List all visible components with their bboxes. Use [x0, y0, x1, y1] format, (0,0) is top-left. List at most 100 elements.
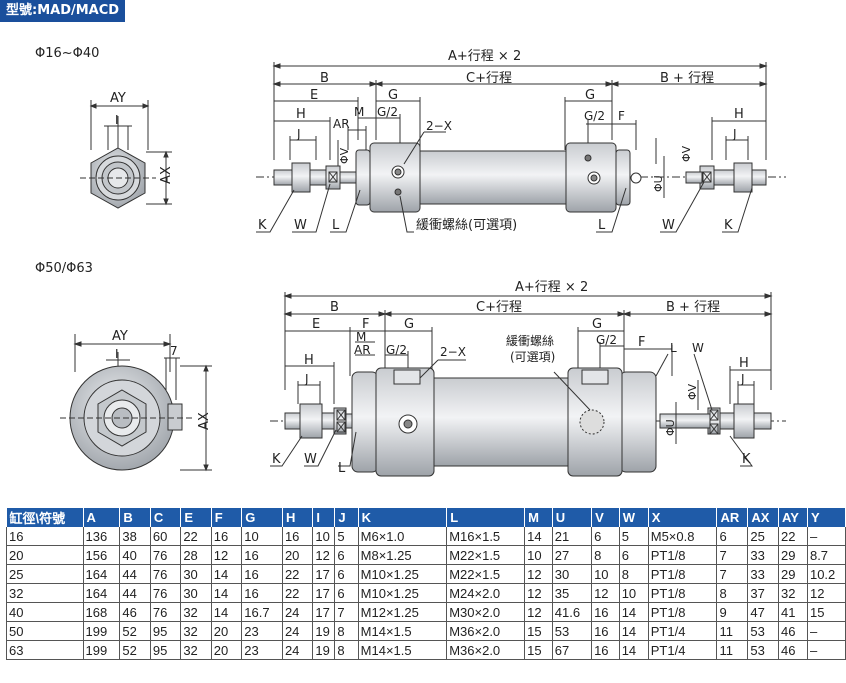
table-cell: 7 [716, 564, 749, 584]
table-cell: 60 [149, 527, 182, 546]
table-cell: PT1/8 [647, 583, 718, 603]
table-cell: 33 [747, 545, 780, 565]
cylinder-large [284, 367, 772, 477]
header-cell: AX [747, 508, 780, 527]
table-cell: 19 [312, 621, 336, 641]
dim-h-right-label: H [734, 107, 744, 122]
table-cell: 16 [6, 527, 84, 546]
table-cell: 14 [210, 583, 243, 603]
table-cell: M22×1.5 [446, 564, 526, 584]
header-cell: AR [716, 508, 749, 527]
size-range-label-2: Φ50/Φ63 [35, 261, 93, 276]
callout2-w: W [304, 452, 317, 467]
dim-j-label: J [296, 127, 301, 141]
dim2-f-label: F [362, 317, 369, 332]
table-cell: 199 [82, 621, 121, 641]
table-cell: M5×0.8 [647, 527, 718, 546]
table-cell: 17 [312, 602, 336, 622]
table-cell: – [806, 621, 846, 641]
table-cell: 6 [334, 564, 359, 584]
table-cell: 136 [82, 527, 121, 546]
dim2-m-label: M [356, 330, 366, 344]
dim2-c-label: C+行程 [476, 300, 522, 315]
table-cell: 12 [591, 583, 620, 603]
table-cell: 16 [210, 527, 243, 546]
table-cell: 16 [591, 640, 620, 660]
header-cell: B [119, 508, 151, 527]
table-cell: 12 [210, 545, 243, 565]
table-cell: 12 [806, 583, 846, 603]
header-cell: I [312, 508, 336, 527]
dim2-e-label: E [312, 317, 320, 332]
table-cell: 32 [778, 583, 808, 603]
callout2-cushion-1: 緩衝螺絲 [506, 333, 554, 348]
table-cell: 30 [180, 564, 212, 584]
table-cell: 38 [119, 527, 151, 546]
side-view-large-dimensions [270, 292, 786, 422]
table-cell: 95 [149, 621, 182, 641]
table-cell: 164 [82, 583, 121, 603]
table-cell: 23 [241, 621, 283, 641]
table-cell: 10 [618, 583, 649, 603]
model-title: 型號:MAD/MACD [0, 0, 126, 22]
table-cell: 47 [747, 602, 780, 622]
table-cell: 76 [149, 564, 182, 584]
dim-j-right-label: J [732, 127, 737, 141]
table-cell: 16 [241, 583, 283, 603]
dim-e-label: E [310, 88, 318, 103]
table-cell: PT1/4 [647, 621, 718, 641]
header-cell: U [552, 508, 593, 527]
dim-c-label: C+行程 [466, 71, 512, 86]
callout2-l: L [338, 461, 346, 476]
table-cell: 23 [241, 640, 283, 660]
table-cell: 5 [334, 527, 359, 546]
table-cell: 16 [241, 564, 283, 584]
table-cell: M30×2.0 [446, 602, 526, 622]
dim2-u-label: ΦU [664, 419, 677, 436]
dim2-v-label: ΦV [686, 383, 699, 400]
table-cell: 95 [149, 640, 182, 660]
table-cell: 19 [312, 640, 336, 660]
table-cell: 6 [334, 583, 359, 603]
table-cell: – [806, 640, 846, 660]
dim-g2-right-label: G/2 [584, 109, 605, 123]
table-cell: 16 [591, 602, 620, 622]
header-cell: X [648, 508, 718, 527]
header-cell: G [241, 508, 283, 527]
table-cell: 17 [312, 564, 336, 584]
table-cell: PT1/8 [647, 602, 718, 622]
callout2-l-right: L [670, 341, 677, 355]
table-cell: 22 [281, 564, 314, 584]
table-cell: 67 [551, 640, 593, 660]
table-cell: 52 [119, 621, 151, 641]
dim2-b-stroke-label: B + 行程 [666, 300, 720, 315]
table-cell: 20 [210, 621, 243, 641]
table-cell: 27 [551, 545, 593, 565]
table-cell: 46 [119, 602, 151, 622]
table-cell: 16.7 [241, 602, 283, 622]
table-cell: 6 [716, 527, 749, 546]
table-cell: 12 [524, 602, 553, 622]
table-cell: 50 [6, 621, 84, 641]
table-cell: 14 [524, 527, 553, 546]
table-cell: 22 [778, 527, 808, 546]
dim2-g-right-label: G [592, 317, 602, 332]
end-i-label: I [115, 113, 119, 127]
table-cell: 16 [281, 527, 314, 546]
leaders-small [256, 131, 753, 233]
table-cell: – [806, 527, 846, 546]
callout-cushion: 緩衝螺絲(可選項) [416, 218, 517, 233]
callout2-cushion-2: (可選項) [510, 350, 555, 364]
size-range-label-1: Φ16~Φ40 [35, 46, 100, 61]
table-cell: 44 [119, 564, 151, 584]
drawings: AY I AX [60, 49, 786, 477]
table-cell: M8×1.25 [357, 545, 448, 565]
header-cell: A [83, 508, 121, 527]
callout-k: K [258, 218, 267, 233]
table-cell: 11 [716, 621, 749, 641]
